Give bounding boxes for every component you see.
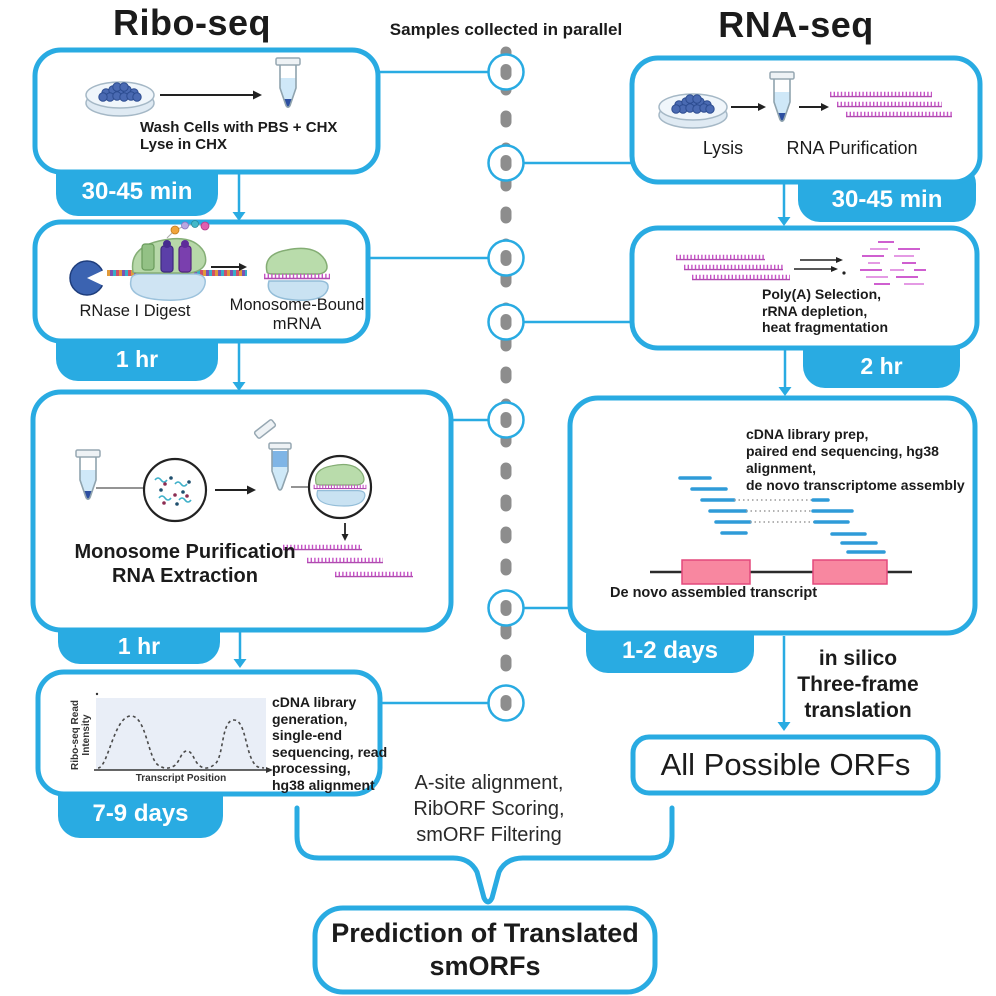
extracted-rna-reads-icon bbox=[283, 544, 413, 578]
monosome-bound-label: Monosome-Bound mRNA bbox=[229, 296, 365, 333]
assembled-transcript-label: De novo assembled transcript bbox=[610, 585, 818, 601]
monosome-circle-icon bbox=[307, 454, 373, 520]
merge-brace bbox=[294, 805, 675, 905]
rnase-digest-label: RNase I Digest bbox=[79, 302, 191, 320]
plot-ylabel: Ribo-seq Read Intensity bbox=[70, 700, 92, 771]
rna-step1-badge: 30-45 min bbox=[831, 186, 943, 213]
read-intensity-curve bbox=[97, 715, 265, 769]
rna-step2-panel bbox=[629, 225, 980, 351]
plot-area bbox=[96, 698, 266, 770]
ribo-seq-title: Ribo-seq bbox=[112, 2, 271, 43]
parallel-note: Samples collected in parallel bbox=[389, 20, 623, 39]
lysis-label: Lysis bbox=[702, 138, 744, 158]
rna-step3-art bbox=[650, 476, 912, 585]
purified-rna-reads-icon bbox=[830, 91, 952, 118]
aligned-reads-icon bbox=[678, 476, 886, 554]
all-possible-orfs-panel bbox=[630, 734, 941, 796]
ribo-step3-panel bbox=[30, 389, 454, 633]
timeline-nodes bbox=[487, 53, 525, 722]
assembled-transcript-icon bbox=[650, 559, 912, 585]
ribo-step4-badge: 7-9 days bbox=[92, 800, 189, 827]
fragmented-rna-icon bbox=[860, 241, 926, 285]
ribo-step1-art bbox=[85, 57, 301, 117]
ribo-step2-art bbox=[69, 220, 330, 301]
rna-step3-caption: cDNA library prep, paired end sequencing… bbox=[746, 426, 965, 493]
ribo-step3-art bbox=[75, 419, 413, 578]
rna-purification-label: RNA Purification bbox=[786, 138, 918, 158]
ribo-step2-badge: 1 hr bbox=[115, 345, 159, 372]
ribo-step1-caption: Wash Cells with PBS + CHX Lyse in CHX bbox=[140, 119, 338, 153]
lysate-circle-icon bbox=[142, 457, 208, 523]
plot-xlabel: Transcript Position bbox=[135, 773, 227, 784]
all-possible-orfs-label: All Possible ORFs bbox=[660, 747, 911, 782]
rna-step2-badge: 2 hr bbox=[860, 352, 903, 379]
rna-step3-badge: 1-2 days bbox=[621, 637, 719, 664]
flow-arrows bbox=[232, 172, 792, 731]
timeline-connectors bbox=[368, 70, 634, 705]
in-silico-label: in silico Three-frame translation bbox=[797, 647, 919, 722]
filtering-steps-label: A-site alignment, RibORF Scoring, smORF … bbox=[413, 772, 565, 846]
rna-seq-title: RNA-seq bbox=[718, 4, 874, 45]
ribo-step3-badge: 1 hr bbox=[117, 632, 161, 659]
full-length-rna-icon bbox=[676, 254, 790, 281]
monosome-purification-label: Monosome Purification RNA Extraction bbox=[74, 541, 296, 587]
rna-step2-caption: Poly(A) Selection, rRNA depletion, heat … bbox=[762, 286, 889, 335]
rna-step1-art bbox=[658, 71, 952, 129]
ribo-step1-badge: 30-45 min bbox=[81, 178, 193, 205]
ribosome-complex-icon bbox=[129, 220, 210, 301]
ribo-step4-caption: cDNA library generation, single-end sequ… bbox=[272, 694, 388, 793]
ribo-step4-art bbox=[94, 692, 273, 773]
prediction-panel bbox=[312, 905, 658, 995]
ribo-step1-panel bbox=[32, 47, 381, 175]
rna-step1-panel bbox=[629, 55, 983, 185]
prediction-label: Prediction of Translated smORFs bbox=[331, 918, 639, 981]
rna-step2-art bbox=[676, 241, 926, 285]
rnase-icon bbox=[69, 260, 106, 296]
open-tube-icon bbox=[253, 419, 292, 491]
